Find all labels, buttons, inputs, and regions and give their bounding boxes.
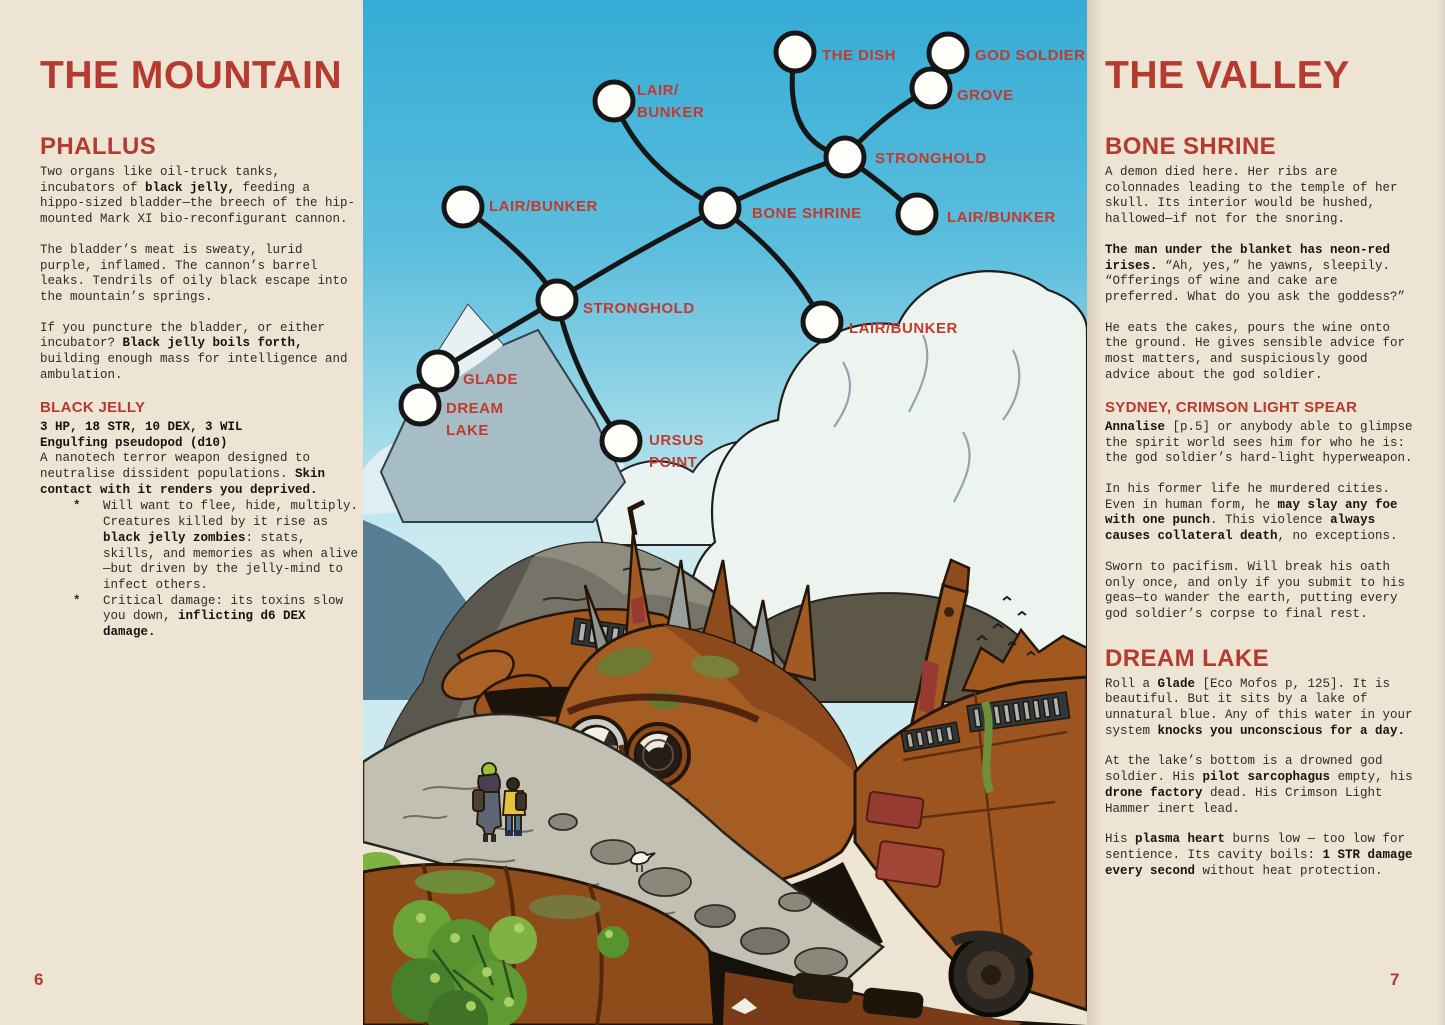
map-node-ursus-point bbox=[599, 419, 643, 463]
paragraph: At the lake’s bottom is a drowned god so… bbox=[1105, 754, 1413, 816]
bullet-text: Will want to flee, hide, multiply. Creat… bbox=[103, 499, 359, 592]
stat-line: Engulfing pseudopod (d10) bbox=[40, 435, 228, 450]
map-node-the-dish bbox=[773, 30, 817, 74]
map-node-lair-bunker-se bbox=[800, 300, 844, 344]
map-label-glade: GLADE bbox=[463, 371, 518, 388]
map-node-bone-shrine bbox=[698, 186, 742, 230]
section-heading-dream-lake: DREAM LAKE bbox=[1105, 644, 1269, 672]
map-illustration: LAIR/BUNKER THE DISH GOD SOLDIER GROVE STRON… bbox=[363, 0, 1087, 1025]
paragraph: A demon died here. Her ribs are colonnad… bbox=[1105, 165, 1398, 227]
page-gutter-shadow bbox=[1087, 0, 1102, 1025]
section-heading-bone-shrine: BONE SHRINE bbox=[1105, 133, 1277, 160]
bullet-glyph: * bbox=[73, 499, 81, 514]
section-heading-black-jelly: BLACK JELLY bbox=[40, 399, 146, 417]
map-label-grove: GROVE bbox=[957, 87, 1014, 104]
map-node-lair-bunker-w bbox=[441, 185, 485, 229]
paragraph: He eats the cakes, pours the wine onto t… bbox=[1105, 320, 1406, 382]
section-heading-sydney: SYDNEY, CRIMSON LIGHT SPEAR bbox=[1105, 399, 1358, 417]
map-node-grove bbox=[909, 66, 953, 110]
right-page-body: BONE SHRINE A demon died here. Her ribs … bbox=[1105, 135, 1417, 879]
map-label-the-dish: THE DISH bbox=[822, 47, 896, 64]
location-map: LAIR/BUNKER THE DISH GOD SOLDIER GROVE STRON… bbox=[398, 30, 1086, 471]
map-label-lair-bunker-se: LAIR/BUNKER bbox=[849, 320, 958, 337]
page-title: THE MOUNTAIN bbox=[40, 54, 343, 97]
paragraph: If you puncture the bladder, or either i… bbox=[40, 320, 348, 382]
paragraph: Two organs like oil-truck tanks, incubat… bbox=[40, 165, 356, 227]
map-edge-bone-shrine-lair-bunker-se bbox=[717, 205, 825, 325]
page-title: THE VALLEY bbox=[1105, 54, 1350, 97]
paragraph: The bladder’s meat is sweaty, lurid purp… bbox=[40, 242, 348, 304]
map-node-god-soldier bbox=[926, 31, 970, 75]
map-edge-stronghold-s-ursus-point bbox=[554, 297, 624, 444]
bird-flock bbox=[976, 595, 1036, 656]
paragraph: In his former life he murdered cities. E… bbox=[1105, 482, 1398, 544]
map-node-stronghold-s bbox=[535, 278, 579, 322]
left-page-body: PHALLUS Two organs like oil-truck tanks,… bbox=[40, 135, 360, 641]
map-label-stronghold-n: STRONGHOLD bbox=[875, 150, 987, 167]
stat-line: 3 HP, 18 STR, 10 DEX, 3 WIL bbox=[40, 419, 243, 434]
paragraph: A nanotech terror weapon designed to neu… bbox=[40, 451, 326, 497]
paragraph: Sworn to pacifism. Will break his oath o… bbox=[1105, 559, 1406, 621]
map-node-glade bbox=[416, 349, 460, 393]
page-edge-shadow bbox=[1437, 0, 1445, 1025]
map-label-lair-bunker-w: LAIR/BUNKER bbox=[489, 198, 598, 215]
list-item: * Critical damage: its toxins slow you d… bbox=[40, 594, 360, 641]
list-item: * Will want to flee, hide, multiply. Cre… bbox=[40, 499, 360, 593]
left-page: THE MOUNTAIN PHALLUS Two organs like oil… bbox=[40, 56, 360, 641]
seagull bbox=[630, 851, 656, 872]
map-label-god-soldier: GOD SOLDIER bbox=[975, 47, 1086, 64]
map-node-lair-bunker-nw bbox=[592, 79, 636, 123]
map-edge-bone-shrine-stronghold-s bbox=[554, 205, 723, 303]
bullet-list: * Will want to flee, hide, multiply. Cre… bbox=[40, 499, 360, 640]
paragraph: The man under the blanket has neon-red i… bbox=[1105, 242, 1406, 304]
shrubs bbox=[391, 900, 629, 1025]
bullet-glyph: * bbox=[73, 593, 81, 608]
hikers bbox=[472, 762, 527, 842]
map-label-stronghold-s: STRONGHOLD bbox=[583, 300, 695, 317]
map-label-bone-shrine: BONE SHRINE bbox=[752, 205, 862, 222]
paragraph: Roll a Glade [Eco Mofos p, 125]. It is b… bbox=[1105, 676, 1413, 738]
right-page: THE VALLEY BONE SHRINE A demon died here… bbox=[1105, 56, 1417, 894]
map-label-lair-bunker-e: LAIR/BUNKER bbox=[947, 209, 1056, 226]
map-node-stronghold-n bbox=[823, 135, 867, 179]
bullet-text: Critical damage: its toxins slow you dow… bbox=[103, 593, 344, 640]
page-number-left: 6 bbox=[34, 970, 44, 989]
map-node-lair-bunker-e bbox=[895, 192, 939, 236]
dark-underbelly bbox=[708, 930, 1087, 1025]
paragraph: Annalise [p.5] or anybody able to glimps… bbox=[1105, 419, 1413, 466]
map-node-dream-lake bbox=[398, 383, 442, 427]
paragraph: His plasma heart burns low — too low for… bbox=[1105, 832, 1413, 878]
section-heading-phallus: PHALLUS bbox=[40, 133, 157, 160]
map-label-lair-bunker-nw: LAIR/BUNKER bbox=[637, 82, 704, 121]
page-number-right: 7 bbox=[1390, 970, 1400, 989]
